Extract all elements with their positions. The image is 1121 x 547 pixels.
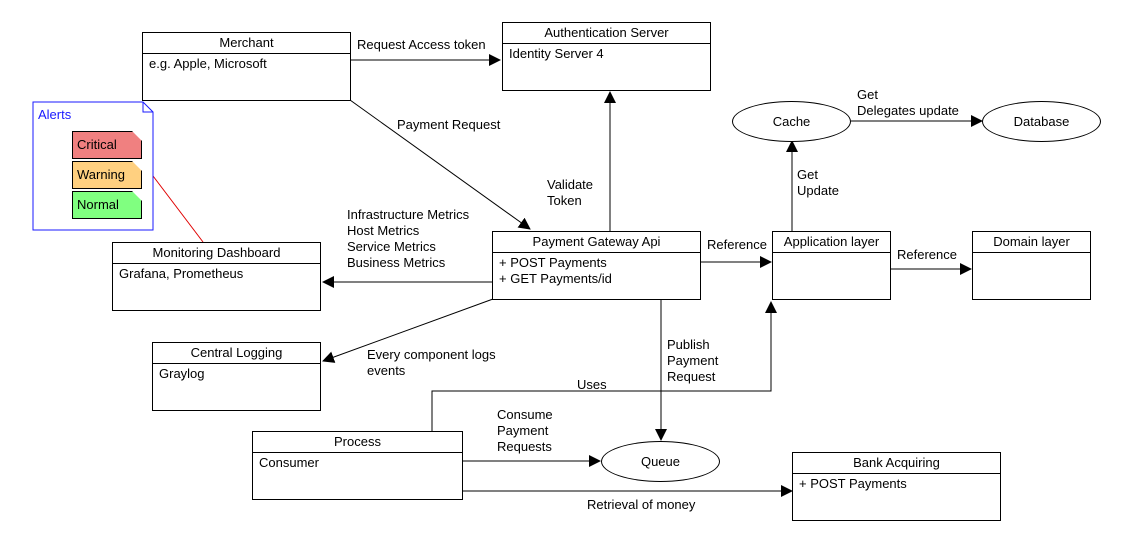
arrow-merchant-to-gateway [349, 99, 531, 230]
queue-node: Queue [601, 441, 720, 482]
merchant-line: e.g. Apple, Microsoft [149, 56, 267, 71]
alert-normal-label: Normal [77, 197, 119, 212]
bank-acquiring-line: + POST Payments [799, 476, 907, 491]
auth-server-box: Authentication Server Identity Server 4 [502, 22, 711, 91]
merchant-title: Merchant [143, 33, 350, 54]
alert-warning-note: Warning [72, 161, 142, 189]
database-label: Database [1013, 114, 1070, 129]
alert-critical-label: Critical [77, 137, 117, 152]
central-logging-line: Graylog [159, 366, 205, 381]
process-box: Process Consumer [252, 431, 463, 500]
payment-gateway-box: Payment Gateway Api + POST Payments + GE… [492, 231, 701, 300]
alerts-title: Alerts [38, 107, 72, 122]
domain-layer-box: Domain layer [972, 231, 1091, 300]
cache-label: Cache [772, 114, 811, 129]
bank-acquiring-box: Bank Acquiring + POST Payments [792, 452, 1001, 521]
auth-server-title: Authentication Server [503, 23, 710, 44]
label-reference-app-domain: Reference [897, 247, 957, 262]
label-consume: Consume Payment Requests [497, 407, 553, 454]
auth-server-line: Identity Server 4 [509, 46, 604, 61]
label-retrieval: Retrieval of money [587, 497, 696, 512]
label-payment-request: Payment Request [397, 117, 501, 132]
queue-label: Queue [640, 454, 681, 469]
label-logs: Every component logs events [367, 347, 496, 378]
label-get-update: Get Update [797, 167, 839, 198]
label-request-access-token: Request Access token [357, 37, 486, 52]
cache-node: Cache [732, 101, 851, 142]
central-logging-title: Central Logging [153, 343, 320, 364]
central-logging-box: Central Logging Graylog [152, 342, 321, 411]
alert-warning-label: Warning [77, 167, 125, 182]
monitoring-dashboard-title: Monitoring Dashboard [113, 243, 320, 264]
process-title: Process [253, 432, 462, 453]
alert-critical-note: Critical [72, 131, 142, 159]
arrow-process-to-app [431, 301, 777, 431]
merchant-box: Merchant e.g. Apple, Microsoft [142, 32, 351, 101]
label-publish: Publish Payment Request [667, 337, 719, 384]
domain-layer-title: Domain layer [973, 232, 1090, 253]
alerts-link-line [149, 171, 204, 243]
label-metrics: Infrastructure Metrics Host Metrics Serv… [347, 207, 470, 270]
process-line: Consumer [259, 455, 319, 470]
payment-gateway-method: + GET Payments/id [499, 271, 612, 286]
label-reference-gateway-app: Reference [707, 237, 767, 252]
application-layer-box: Application layer [772, 231, 891, 300]
monitoring-dashboard-line: Grafana, Prometheus [119, 266, 244, 281]
alert-normal-note: Normal [72, 191, 142, 219]
monitoring-dashboard-box: Monitoring Dashboard Grafana, Prometheus [112, 242, 321, 311]
payment-gateway-method: + POST Payments [499, 255, 607, 270]
database-node: Database [982, 101, 1101, 142]
label-validate-token: Validate Token [547, 177, 594, 208]
label-get-delegates: Get Delegates update [857, 87, 959, 118]
application-layer-title: Application layer [773, 232, 890, 253]
bank-acquiring-title: Bank Acquiring [793, 453, 1000, 474]
label-uses: Uses [577, 377, 607, 392]
arrow-gateway-to-logging [322, 298, 494, 363]
payment-gateway-title: Payment Gateway Api [493, 232, 700, 253]
